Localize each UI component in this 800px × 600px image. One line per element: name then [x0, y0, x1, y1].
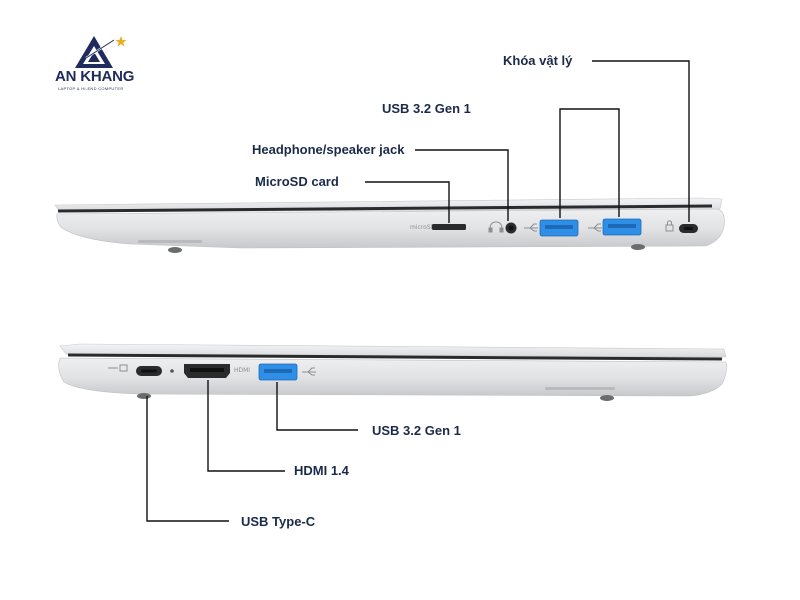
brand-name: AN KHANG — [55, 68, 135, 85]
rubber-foot — [137, 393, 151, 399]
hinge-line — [57, 204, 713, 213]
usb-symbol-icon — [588, 223, 602, 232]
microsd-icon: microSD — [410, 224, 436, 231]
lid-edge — [59, 343, 727, 358]
rubber-foot — [600, 395, 614, 401]
hinge-line — [67, 353, 723, 361]
usb-symbol-icon — [524, 223, 538, 232]
headphone-leader — [415, 149, 509, 221]
rubber-foot — [168, 247, 182, 253]
usbc-leader — [146, 396, 229, 522]
speaker-grille — [138, 240, 202, 243]
label-usb-right: USB 3.2 Gen 1 — [382, 101, 471, 116]
label-usb-type-c: USB Type-C — [241, 514, 316, 529]
microsd-slot — [432, 224, 466, 230]
lock-icon — [665, 220, 674, 232]
label-microsd: MicroSD card — [255, 174, 339, 189]
rubber-foot — [631, 244, 645, 250]
hdmi-label-icon: HDMI — [234, 367, 250, 374]
usb-left-leader — [276, 382, 358, 431]
base-body — [56, 208, 725, 249]
usbc-icons — [108, 364, 128, 372]
leader-lines — [146, 380, 358, 522]
leader-lines — [365, 60, 690, 223]
label-physical-lock: Khóa vật lý — [503, 53, 573, 68]
headphone-icon — [488, 221, 504, 233]
led-indicator — [170, 369, 174, 373]
label-hdmi: HDMI 1.4 — [294, 463, 349, 478]
speaker-grille — [545, 387, 615, 390]
label-headphone: Headphone/speaker jack — [252, 142, 405, 157]
label-usb-left: USB 3.2 Gen 1 — [372, 423, 461, 438]
usb-symbol-icon — [302, 367, 316, 376]
base-body — [58, 357, 727, 397]
hdmi-leader — [207, 380, 285, 472]
usb-leader — [559, 108, 620, 218]
brand-tagline: LAPTOP & HI-END COMPUTER — [58, 86, 124, 91]
lock-leader — [592, 60, 690, 222]
microsd-leader — [365, 181, 450, 223]
